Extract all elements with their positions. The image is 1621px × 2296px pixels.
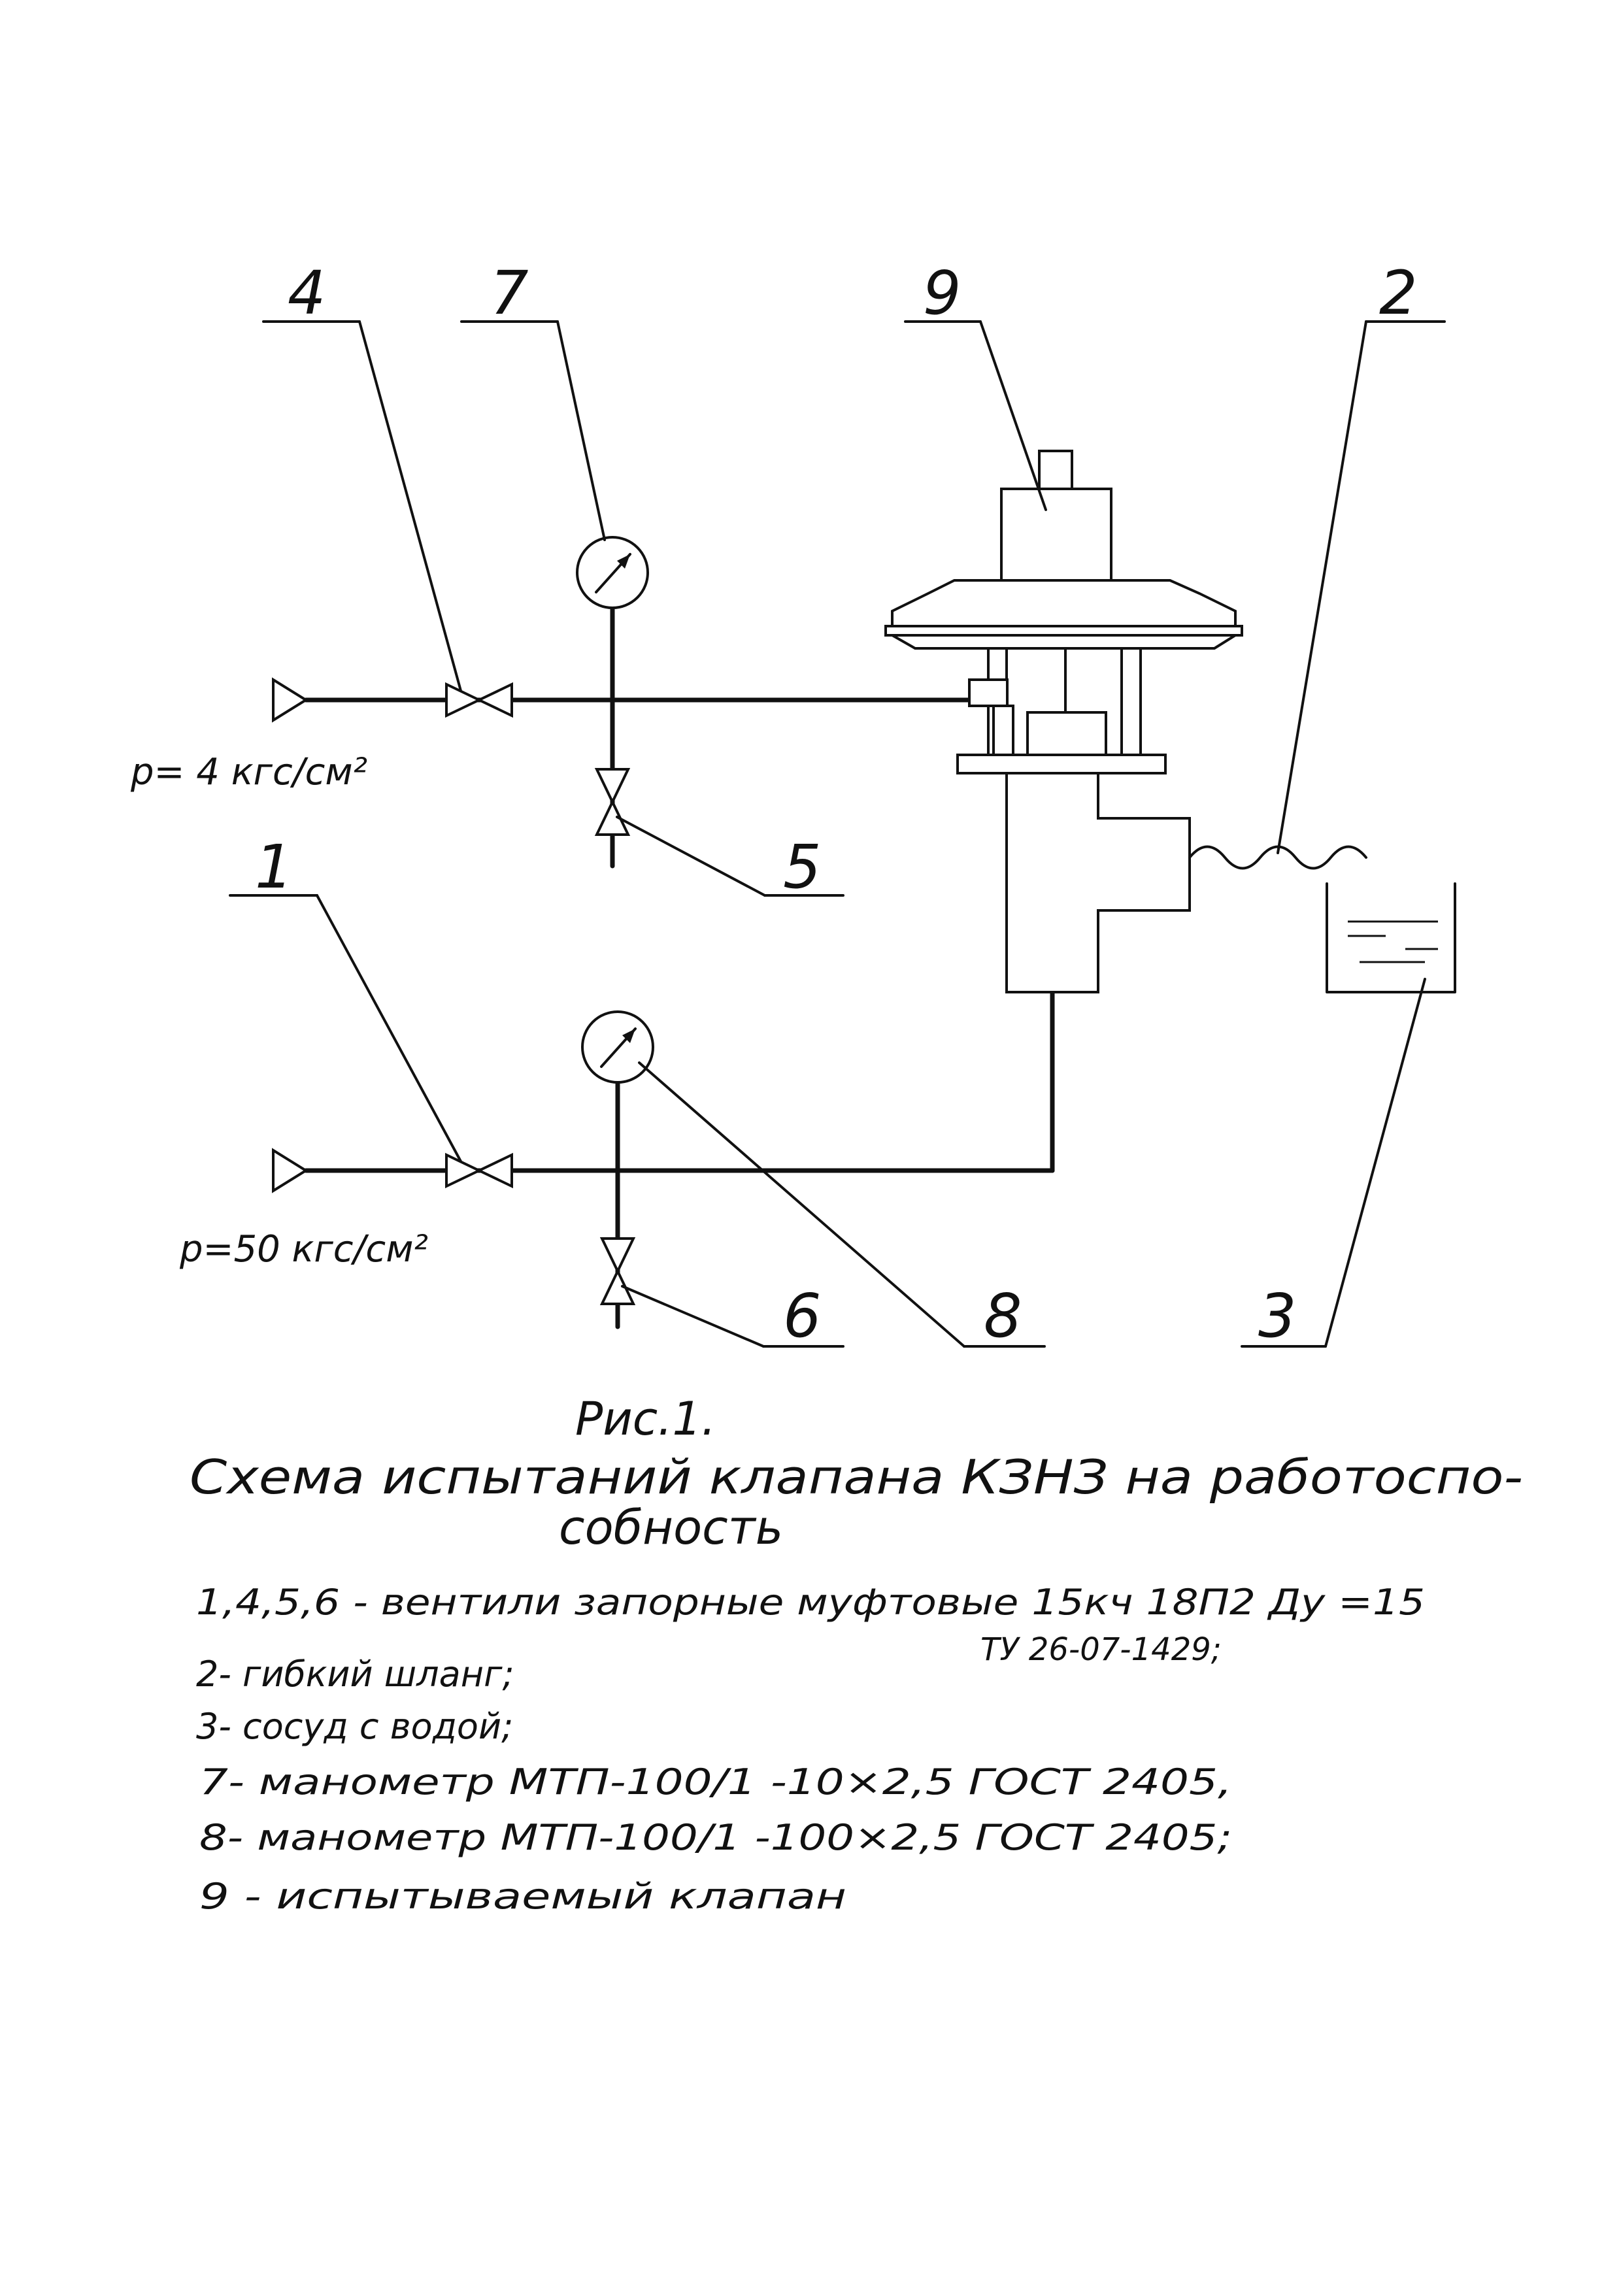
leader-lines [229,320,1446,1348]
callout-3: 3 [1258,1281,1297,1351]
figure-title-line2: собность [559,1500,783,1555]
callout-1: 1 [255,832,293,902]
valve-6-symbol [599,1237,636,1305]
tested-valve-9 [884,450,1243,993]
valve-5-symbol [594,768,631,836]
callout-8: 8 [984,1281,1022,1351]
legend-line-2: 2- гибкий шланг; [196,1654,514,1695]
valve-1-symbol [445,1152,513,1189]
upper-pressure-line [272,536,978,869]
gauge-7-symbol [576,536,649,609]
legend-line-1b: ТУ 26-07-1429; [980,1631,1222,1668]
valve-4-symbol [445,682,513,718]
callout-4: 4 [288,258,326,328]
water-vessel-3 [1326,882,1456,993]
callout-7: 7 [490,258,529,328]
gauge-8-symbol [581,1010,654,1084]
callout-6: 6 [783,1281,822,1351]
callout-5: 5 [783,832,822,902]
legend-line-6: 9 - испытываемый клапан [199,1876,846,1917]
legend-line-1: 1,4,5,6 - вентили запорные муфтовые 15кч… [196,1582,1425,1623]
lower-inlet-triangle [272,1148,309,1193]
callout-9: 9 [923,258,961,328]
legend-line-3: 3- сосуд с водой; [196,1706,513,1747]
pressure-label-upper: p= 4 кгс/см² [130,751,367,793]
lower-pressure-line [272,990,1055,1329]
upper-inlet-triangle [272,677,309,723]
figure-title-line1: Схема испытаний клапана КЗНЗ на работосп… [190,1450,1523,1505]
callout-2: 2 [1379,258,1418,328]
figure-number: Рис.1. [575,1392,716,1446]
legend-line-4: 7- манометр МТП-100/1 -10×2,5 ГОСТ 2405, [199,1761,1232,1803]
pressure-label-lower: p=50 кгс/см² [179,1228,428,1271]
legend-line-5: 8- манометр МТП-100/1 -100×2,5 ГОСТ 2405… [199,1817,1232,1858]
